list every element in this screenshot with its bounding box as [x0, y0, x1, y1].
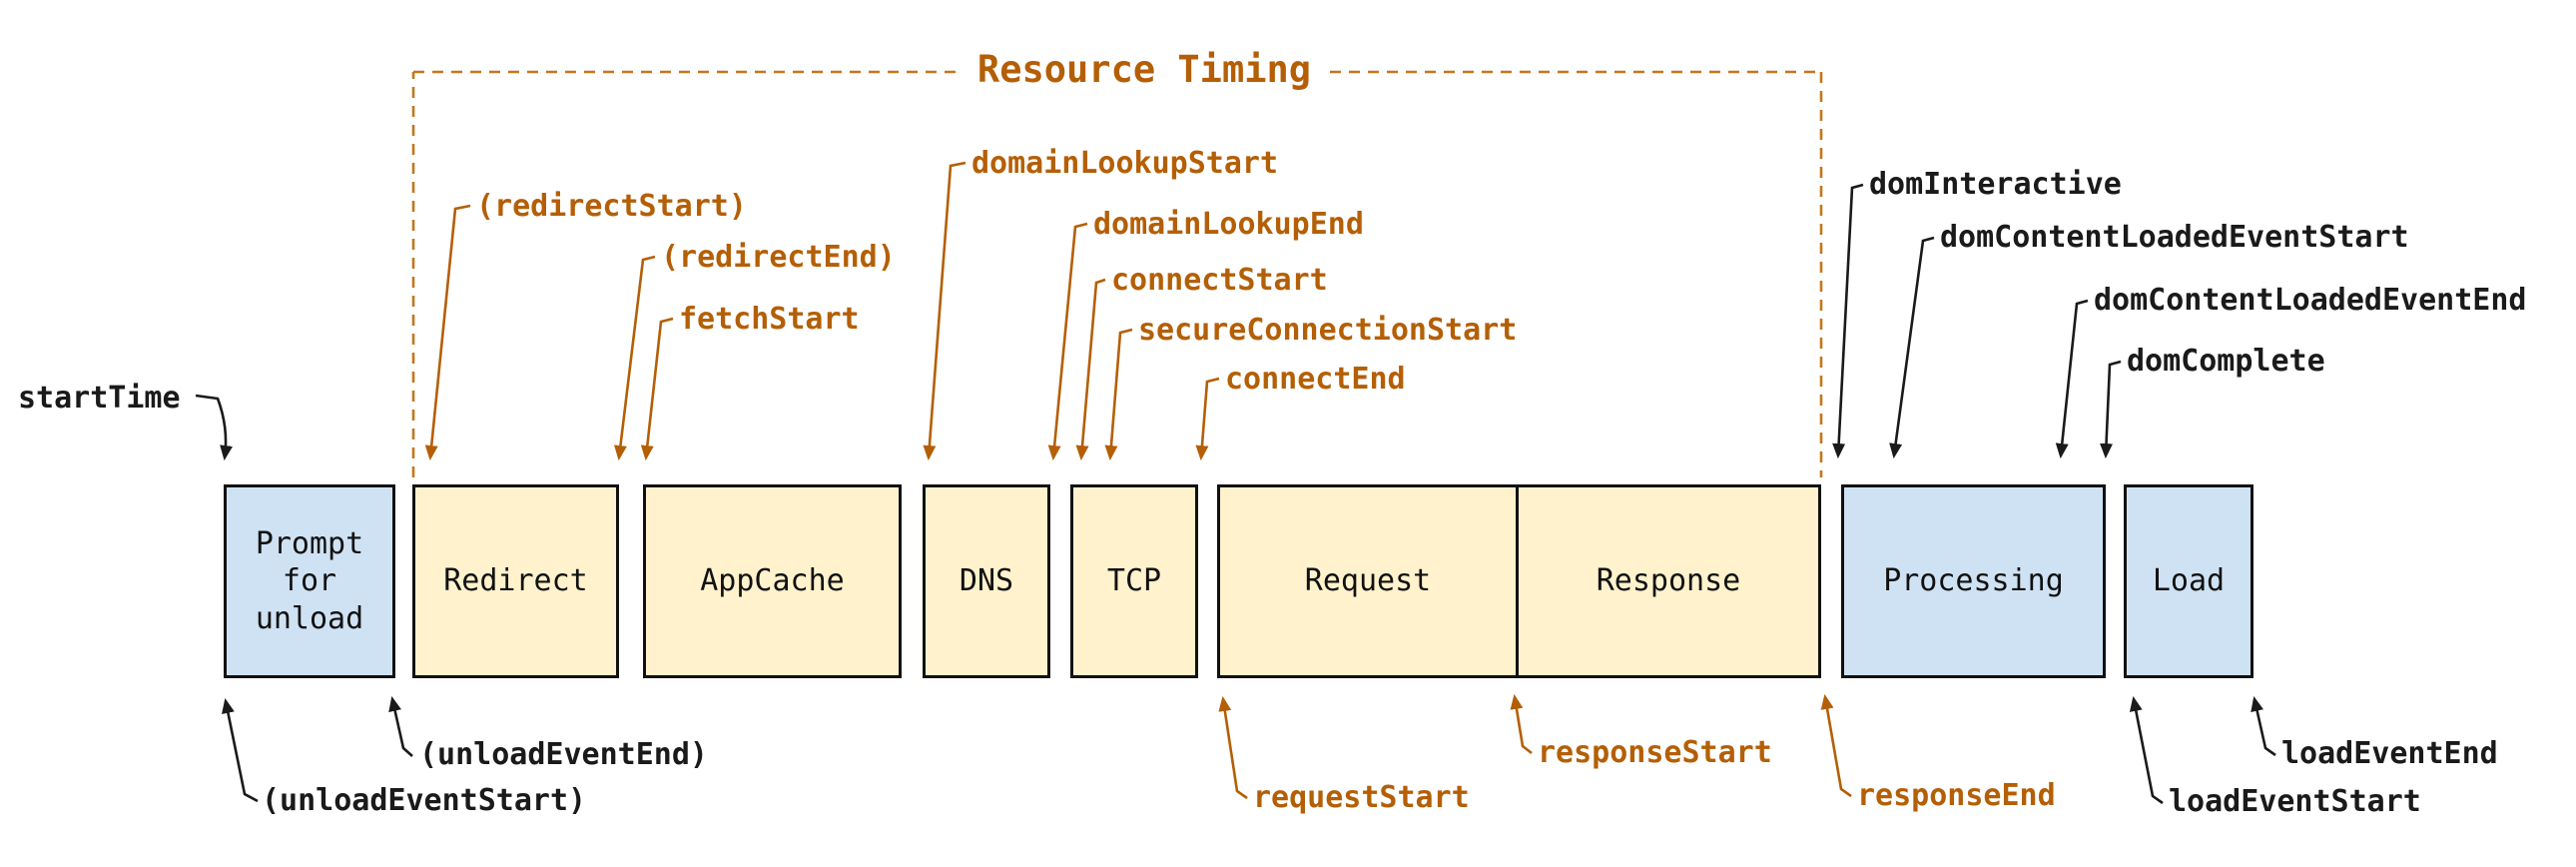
event-label-redirectStart: (redirectStart)	[476, 189, 747, 224]
arrow-connectStart	[1075, 278, 1106, 461]
arrow-redirectEnd	[613, 255, 656, 461]
event-label-redirectEnd: (redirectEnd)	[661, 240, 896, 275]
event-label-startTime: startTime	[18, 381, 181, 416]
box-dns: DNS	[923, 484, 1050, 678]
arrow-domComplete	[2100, 360, 2122, 459]
event-label-fetchStart: fetchStart	[679, 302, 860, 337]
box-tcp: TCP	[1070, 484, 1198, 678]
box-appcache: AppCache	[643, 484, 902, 678]
event-label-domContentLoadedEventEnd: domContentLoadedEventEnd	[2094, 283, 2527, 318]
box-response: Response	[1516, 484, 1821, 678]
arrow-loadEventEnd	[2251, 695, 2276, 757]
event-label-domainLookupEnd: domainLookupEnd	[1093, 207, 1364, 242]
box-load: Load	[2124, 484, 2254, 678]
resource-timing-title: Resource Timing	[976, 48, 1312, 91]
arrow-responseEnd	[1820, 693, 1852, 798]
arrow-requestStart	[1218, 695, 1248, 800]
event-label-domainLookupStart: domainLookupStart	[971, 146, 1279, 181]
event-label-connectEnd: connectEnd	[1225, 362, 1406, 397]
event-label-domContentLoadedEventStart: domContentLoadedEventStart	[1940, 220, 2409, 255]
arrow-domContentLoadedEventEnd	[2055, 299, 2089, 459]
arrow-unloadEventEnd	[388, 695, 413, 757]
box-request: Request	[1217, 484, 1519, 678]
box-prompt-for-unload: Prompt for unload	[224, 484, 395, 678]
event-label-loadEventStart: loadEventStart	[2169, 784, 2421, 819]
arrow-unloadEventStart	[222, 697, 259, 803]
event-label-connectStart: connectStart	[1111, 263, 1328, 298]
event-label-requestStart: requestStart	[1253, 780, 1470, 815]
event-label-domComplete: domComplete	[2127, 344, 2325, 379]
event-label-loadEventEnd: loadEventEnd	[2281, 736, 2498, 771]
arrow-connectEnd	[1195, 377, 1220, 461]
arrow-domainLookupStart	[923, 161, 966, 461]
event-label-domInteractive: domInteractive	[1869, 167, 2122, 202]
arrow-domInteractive	[1832, 183, 1864, 459]
arrow-loadEventStart	[2129, 695, 2164, 805]
arrow-responseStart	[1510, 693, 1533, 755]
event-label-responseEnd: responseEnd	[1857, 778, 2056, 813]
event-label-unloadEventStart: (unloadEventStart)	[262, 783, 587, 818]
arrow-redirectStart	[424, 204, 471, 461]
event-label-responseStart: responseStart	[1538, 735, 1772, 770]
arrow-domainLookupEnd	[1047, 222, 1088, 461]
arrow-startTime	[195, 394, 234, 461]
arrow-fetchStart	[640, 317, 674, 461]
event-label-secureConnectionStart: secureConnectionStart	[1138, 313, 1518, 348]
arrow-secureConnectionStart	[1104, 328, 1133, 461]
box-processing: Processing	[1841, 484, 2106, 678]
resource-timing-bracket	[411, 70, 1823, 477]
event-label-unloadEventEnd: (unloadEventEnd)	[419, 737, 708, 772]
box-redirect: Redirect	[412, 484, 619, 678]
arrow-domContentLoadedEventStart	[1889, 236, 1935, 459]
